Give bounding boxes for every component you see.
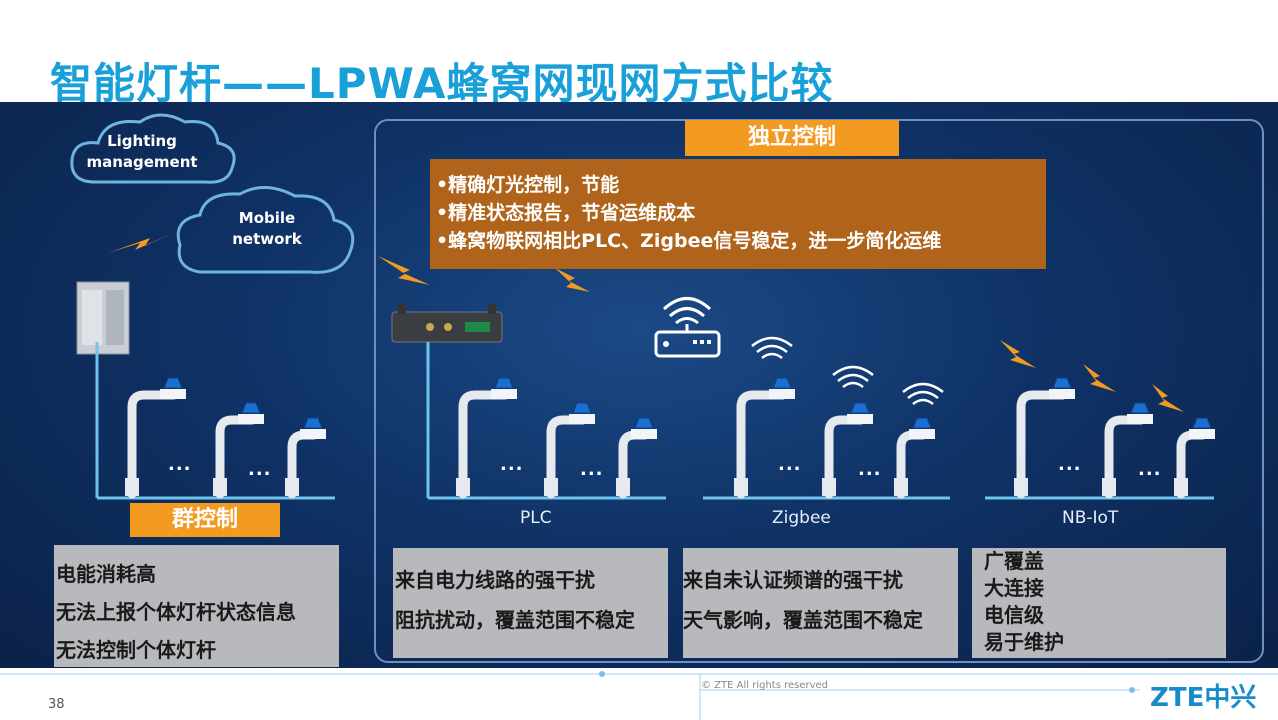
lamp-head	[1189, 429, 1215, 439]
ellipsis: ...	[1058, 454, 1082, 475]
street-light-pole	[215, 415, 257, 499]
independent-control-label: 独立控制	[685, 120, 899, 156]
ellipsis: ...	[1138, 459, 1162, 480]
ellipsis: ...	[500, 454, 524, 475]
lamp-controller-icon	[494, 377, 514, 389]
lightning-icon	[555, 268, 590, 292]
street-light-pole	[127, 390, 179, 499]
street-light-pole	[824, 415, 866, 499]
street-light-pole	[458, 390, 510, 499]
group-control-notes: 电能消耗高 无法上报个体灯杆状态信息 无法控制个体灯杆	[54, 545, 339, 667]
benefits-box: •精确灯光控制，节能 •精准状态报告，节省运维成本 •蜂窝物联网相比PLC、Zi…	[430, 159, 1046, 269]
zte-logo: ZTE中兴	[1150, 683, 1257, 713]
pole-base	[1014, 478, 1028, 496]
protocol-label-nbiot: NB-IoT	[1062, 508, 1119, 528]
mobile-cloud-icon	[176, 186, 355, 274]
group-control-label: 群控制	[130, 503, 280, 537]
ellipsis: ...	[858, 459, 882, 480]
note-item: 电能消耗高	[56, 562, 156, 586]
lamp-head	[909, 429, 935, 439]
benefit-item: •蜂窝物联网相比PLC、Zigbee信号稳定，进一步简化运维	[436, 230, 942, 252]
lamp-controller-icon	[1130, 402, 1150, 414]
lamp-controller-icon	[634, 417, 654, 429]
lighting-cloud-icon	[70, 113, 236, 184]
gateway-router-icon	[391, 304, 503, 343]
wifi-signal-icon	[902, 382, 944, 406]
ellipsis: ...	[778, 454, 802, 475]
lamp-controller-icon	[163, 377, 183, 389]
pole-base	[125, 478, 139, 496]
street-light-pole	[1016, 390, 1068, 499]
note-item: 无法上报个体灯杆状态信息	[56, 600, 296, 624]
pole-base	[822, 478, 836, 496]
lightning-icon	[108, 232, 175, 253]
lightning-icon	[1000, 340, 1036, 368]
pole-base	[544, 478, 558, 496]
nbiot-notes: 广覆盖 大连接 电信级 易于维护	[972, 548, 1226, 658]
lamp-controller-icon	[912, 417, 932, 429]
pole-base	[1174, 478, 1188, 496]
note-item: 易于维护	[984, 630, 1064, 654]
pole-base	[285, 478, 299, 496]
ellipsis: ...	[168, 454, 192, 475]
note-item: 阻抗扰动，覆盖范围不稳定	[395, 608, 635, 632]
pole-base	[1102, 478, 1116, 496]
ellipsis: ...	[580, 459, 604, 480]
note-item: 无法控制个体灯杆	[56, 638, 216, 662]
note-item: 来自电力线路的强干扰	[395, 568, 595, 592]
lamp-controller-icon	[303, 417, 323, 429]
ellipsis: ...	[248, 459, 272, 480]
lamp-controller-icon	[772, 377, 792, 389]
lamp-head	[491, 389, 517, 399]
lamp-controller-icon	[1052, 377, 1072, 389]
pole-base	[456, 478, 470, 496]
lighting-management-label: Lighting management	[86, 132, 198, 171]
lamp-head	[847, 414, 873, 424]
zigbee-notes: 来自未认证频谱的强干扰 天气影响，覆盖范围不稳定	[683, 548, 958, 658]
wifi-signal-icon	[751, 336, 793, 360]
lamp-head	[569, 414, 595, 424]
wifi-router-icon	[654, 297, 721, 358]
street-light-pole	[546, 415, 588, 499]
benefit-item: •精准状态报告，节省运维成本	[436, 202, 696, 224]
lamp-head	[1127, 414, 1153, 424]
street-light-pole	[736, 390, 788, 499]
lamp-head	[1049, 389, 1075, 399]
lamp-controller-icon	[572, 402, 592, 414]
lamp-controller-icon	[850, 402, 870, 414]
lamp-head	[238, 414, 264, 424]
control-cabinet-icon	[76, 281, 130, 355]
pole-base	[894, 478, 908, 496]
copyright-text: © ZTE All rights reserved	[701, 680, 829, 691]
page-title: 智能灯杆——LPWA蜂窝网现网方式比较	[50, 59, 834, 108]
lightning-icon	[1152, 384, 1184, 412]
note-item: 大连接	[984, 576, 1044, 600]
note-item: 电信级	[984, 603, 1044, 627]
protocol-label-plc: PLC	[520, 508, 552, 528]
note-item: 广覆盖	[984, 549, 1044, 573]
wifi-signal-icon	[832, 365, 874, 389]
pole-base	[734, 478, 748, 496]
lamp-head	[769, 389, 795, 399]
benefit-item: •精确灯光控制，节能	[436, 174, 620, 196]
lightning-icon	[1083, 364, 1116, 392]
pole-base	[213, 478, 227, 496]
note-item: 天气影响，覆盖范围不稳定	[683, 608, 923, 632]
protocol-label-zigbee: Zigbee	[772, 508, 831, 528]
note-item: 来自未认证频谱的强干扰	[683, 568, 903, 592]
lightning-icon	[378, 256, 430, 285]
mobile-network-label: Mobile network	[232, 209, 302, 248]
lamp-controller-icon	[241, 402, 261, 414]
lamp-head	[160, 389, 186, 399]
lamp-head	[300, 429, 326, 439]
lamp-controller-icon	[1192, 417, 1212, 429]
street-light-pole	[1104, 415, 1146, 499]
lamp-head	[631, 429, 657, 439]
pole-base	[616, 478, 630, 496]
plc-notes: 来自电力线路的强干扰 阻抗扰动，覆盖范围不稳定	[393, 548, 668, 658]
page-number: 38	[48, 697, 65, 712]
